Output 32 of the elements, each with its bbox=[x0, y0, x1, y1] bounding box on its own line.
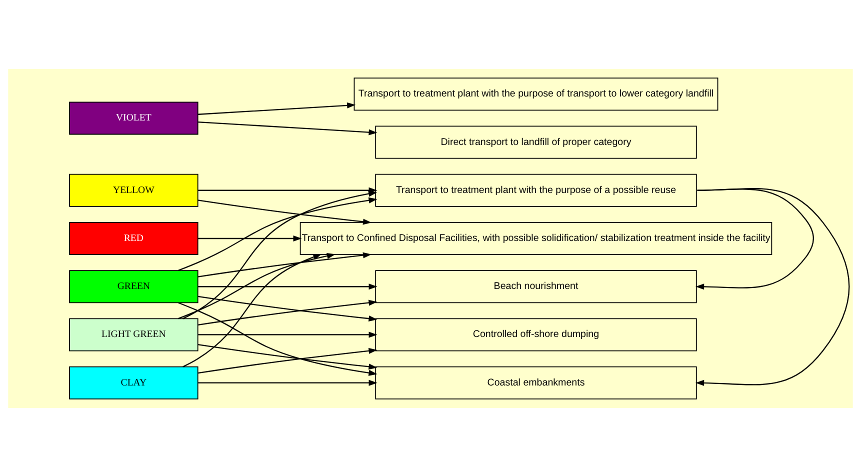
arrow bbox=[198, 102, 356, 114]
arrow bbox=[182, 253, 322, 367]
arrow bbox=[198, 120, 378, 135]
node-box: Direct transport to landfill of proper category bbox=[375, 125, 697, 158]
node-box: RED bbox=[69, 222, 198, 254]
node-box: LIGHT GREEN bbox=[69, 318, 198, 351]
arrow bbox=[182, 190, 378, 319]
arrow bbox=[198, 331, 378, 338]
node-box: Beach nourishment bbox=[375, 270, 697, 303]
node-box: Coastal embankments bbox=[375, 366, 697, 399]
node-box: Transport to treatment plant with the purpose of a possible reuse bbox=[375, 173, 697, 206]
arrow bbox=[198, 347, 378, 374]
node-box: YELLOW bbox=[69, 173, 198, 206]
arrow bbox=[178, 196, 378, 271]
arrow bbox=[178, 302, 378, 376]
arrow bbox=[198, 343, 378, 370]
arrow bbox=[178, 252, 336, 319]
arrow bbox=[198, 235, 302, 241]
arrow bbox=[198, 283, 378, 290]
arrow bbox=[198, 199, 372, 224]
arrow bbox=[198, 379, 378, 386]
arrow bbox=[198, 295, 378, 322]
arrow bbox=[696, 188, 814, 290]
node-box: VIOLET bbox=[69, 101, 198, 134]
arrow bbox=[696, 188, 850, 386]
node-box: CLAY bbox=[69, 366, 198, 399]
node-box: GREEN bbox=[69, 270, 198, 303]
node-box: Controlled off-shore dumping bbox=[375, 318, 697, 351]
node-box: Transport to Confined Disposal Facilities, with possible solidification/ stabilization treatment inside the facility bbox=[300, 222, 772, 254]
arrow bbox=[198, 299, 378, 325]
node-box: Transport to treatment plant with the purpose of transport to lower category landfill bbox=[354, 77, 718, 110]
arrow bbox=[198, 252, 372, 277]
